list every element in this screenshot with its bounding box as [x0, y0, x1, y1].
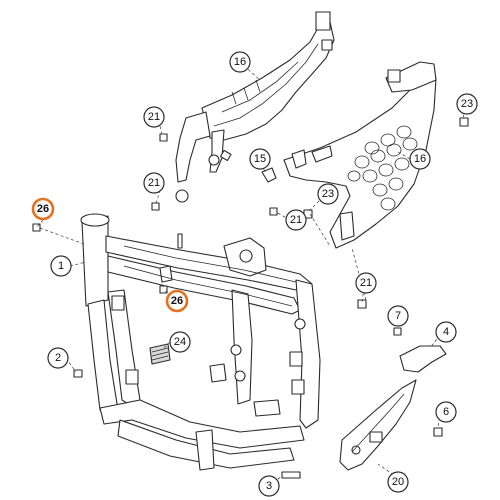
guard-plate-part	[339, 379, 417, 471]
callout-21: 21	[143, 172, 165, 194]
callout-26-highlighted: 26	[165, 289, 189, 313]
side-panel-part	[283, 61, 437, 249]
subframe-part	[175, 11, 335, 203]
callout-15: 15	[249, 148, 271, 170]
callout-24: 24	[169, 331, 191, 353]
svg-text:21: 21	[148, 177, 160, 189]
callout-4: 4	[435, 321, 457, 343]
bracket-part	[399, 345, 447, 373]
callout-1: 1	[50, 255, 72, 277]
svg-text:6: 6	[443, 406, 449, 418]
svg-text:26: 26	[171, 295, 183, 307]
svg-text:23: 23	[461, 98, 473, 110]
svg-text:24: 24	[174, 336, 186, 348]
svg-text:26: 26	[37, 203, 49, 215]
callout-16: 16	[409, 148, 431, 170]
callout-20: 20	[387, 471, 409, 493]
svg-text:21: 21	[360, 277, 372, 289]
svg-text:15: 15	[254, 153, 266, 165]
svg-text:7: 7	[395, 310, 401, 322]
honeycomb-pattern	[347, 125, 418, 211]
svg-text:2: 2	[55, 352, 61, 364]
callout-3: 3	[258, 475, 280, 497]
callout-21: 21	[355, 272, 377, 294]
svg-text:4: 4	[443, 326, 449, 338]
callout-21: 21	[285, 209, 307, 231]
bolt-3	[281, 471, 301, 479]
svg-text:1: 1	[58, 260, 64, 272]
callout-21: 21	[143, 106, 165, 128]
svg-text:3: 3	[266, 480, 272, 492]
callout-2: 2	[47, 347, 69, 369]
callout-17: 16	[229, 51, 251, 73]
clip-part	[261, 167, 277, 183]
callout-26-highlighted: 26	[31, 197, 55, 221]
svg-text:23: 23	[322, 188, 334, 200]
callout-7: 7	[387, 305, 409, 327]
callout-23: 23	[456, 93, 478, 115]
svg-text:16: 16	[234, 56, 246, 68]
callout-23: 23	[317, 183, 339, 205]
svg-text:21: 21	[290, 214, 302, 226]
svg-text:20: 20	[392, 476, 404, 488]
callout-6: 6	[435, 401, 457, 423]
main-frame-part	[80, 213, 321, 471]
svg-text:16: 16	[414, 153, 426, 165]
bolts	[32, 117, 469, 479]
svg-text:21: 21	[148, 111, 160, 123]
